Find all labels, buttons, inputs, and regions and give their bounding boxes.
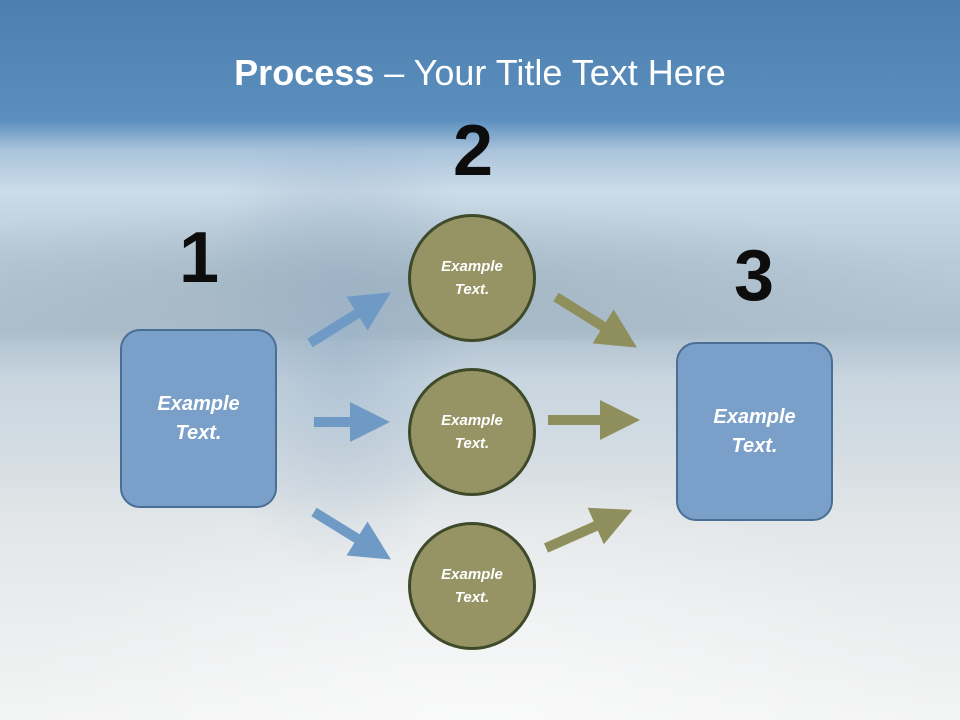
step-number-2: 2 xyxy=(452,111,494,191)
arrow-left-to-bottom xyxy=(311,507,392,560)
circle-middle: Example Text. xyxy=(408,368,536,496)
slide-title: Process – Your Title Text Here xyxy=(0,52,960,94)
circle-top-line2: Text. xyxy=(454,281,490,298)
circle-bottom-line1: Example xyxy=(441,566,503,583)
left-box-line1: Example xyxy=(157,392,240,415)
title-bold: Process xyxy=(234,52,375,93)
left-box-line2: Text. xyxy=(175,421,222,444)
arrow-left-to-top xyxy=(307,292,391,348)
circle-middle-line1: Example xyxy=(441,412,503,429)
circle-middle-line2: Text. xyxy=(454,435,490,452)
right-box-line1: Example xyxy=(713,405,796,428)
arrow-bottom-to-right xyxy=(543,507,633,553)
step-number-3: 3 xyxy=(733,236,775,316)
right-example-box: Example Text. xyxy=(676,342,833,521)
circle-top-line1: Example xyxy=(441,258,503,275)
circle-top: Example Text. xyxy=(408,214,536,342)
left-example-box: Example Text. xyxy=(120,329,277,508)
right-box-line2: Text. xyxy=(731,434,778,457)
step-number-1: 1 xyxy=(178,218,220,298)
circle-bottom-line2: Text. xyxy=(454,589,490,606)
arrow-top-to-right xyxy=(553,292,637,348)
circle-bottom: Example Text. xyxy=(408,522,536,650)
title-rest: – Your Title Text Here xyxy=(374,52,726,93)
